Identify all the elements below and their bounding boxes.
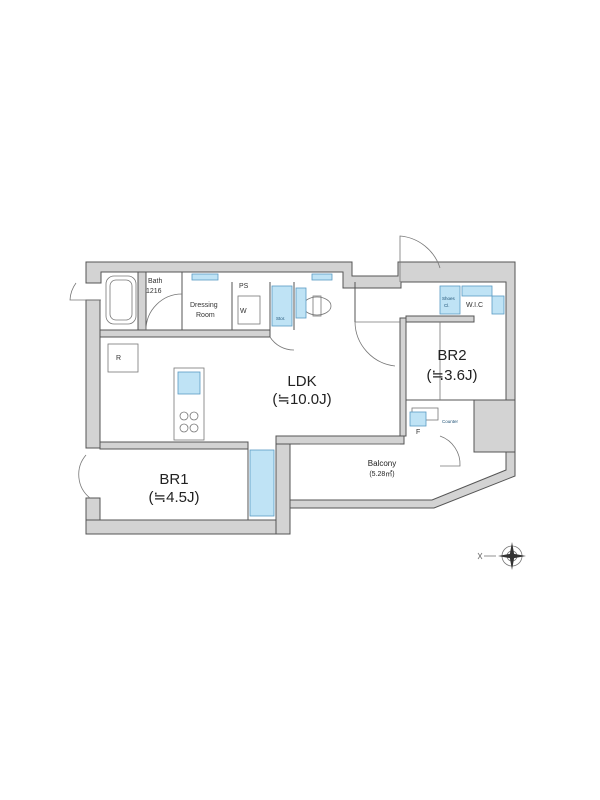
br1-area: (≒4.5J) <box>149 489 200 506</box>
storage <box>177 273 505 517</box>
doors <box>69 235 461 499</box>
balcony-label: Balcony <box>368 459 396 468</box>
door-toilet <box>269 336 295 351</box>
ldk-label: LDK <box>287 373 316 390</box>
interior-lines <box>181 272 474 520</box>
stove-burner <box>189 423 199 433</box>
bath-size: 1216 <box>146 288 162 295</box>
shoes-cl-label: Cl. <box>444 303 450 308</box>
bath-label: Bath <box>148 278 163 285</box>
storage-wic-side <box>491 295 505 315</box>
wall-below-bath <box>99 329 271 338</box>
door-br1 <box>78 454 91 499</box>
stove-burner <box>179 411 189 421</box>
door-bath <box>69 282 101 301</box>
fridge-label: R <box>116 355 121 362</box>
wall-ldk-br2 <box>399 317 407 437</box>
refrigerator-space <box>107 343 139 373</box>
storage-toilet-shelf <box>295 287 307 319</box>
wall-left <box>85 299 101 449</box>
br2-label: BR2 <box>437 347 466 364</box>
stove-burner <box>179 423 189 433</box>
wic-label: W.I.C <box>466 302 483 309</box>
wall-left-lower <box>85 497 101 521</box>
ldk-area: (≒10.0J) <box>272 391 331 408</box>
br1-label: BR1 <box>159 471 188 488</box>
storage-kitchen <box>177 371 201 395</box>
washer-label: W <box>240 308 247 315</box>
wall-br2-top <box>405 315 475 323</box>
wall-ldk-br1 <box>99 441 249 450</box>
wall-br1-bottom <box>85 519 289 535</box>
ps-label: PS <box>239 283 249 290</box>
toilet <box>302 296 332 316</box>
walls <box>85 261 516 535</box>
wall-bath-dressing <box>137 271 147 331</box>
bathtub <box>105 275 137 325</box>
stor-label: Stor. <box>276 316 285 321</box>
wall-ldk-balcony <box>275 435 405 445</box>
door-dressing <box>145 293 183 331</box>
balcony-area: (5.28㎡) <box>369 470 394 478</box>
storage-br2 <box>409 411 427 427</box>
wall-right-br2 <box>473 399 516 453</box>
storage-wic <box>461 285 493 297</box>
dressing-label-2: Room <box>196 312 215 319</box>
storage-top <box>311 273 333 281</box>
dressing-label-1: Dressing <box>190 302 218 309</box>
counter-label: Counter <box>442 419 459 424</box>
door-ldk-hall <box>354 321 400 367</box>
compass-icon <box>477 542 526 570</box>
shoes-label: Shoes <box>442 296 456 301</box>
door-entrance <box>399 235 441 282</box>
f-label: F <box>416 429 420 436</box>
fixtures <box>105 275 439 441</box>
br2-area: (≒3.6J) <box>427 367 478 384</box>
storage-dressing <box>191 273 219 281</box>
shoes-closet <box>439 285 461 315</box>
kitchen-counter <box>173 367 205 441</box>
storage-toilet <box>271 285 293 327</box>
stove-burner <box>189 411 199 421</box>
storage-br1 <box>249 449 275 517</box>
washing-machine <box>237 295 261 325</box>
door-br2 <box>439 435 461 467</box>
room-labels: Bath 1216 Dressing Room PS W R F Shoes C… <box>116 278 483 506</box>
wall-top <box>85 261 516 453</box>
wall-br1-right <box>275 443 291 535</box>
balcony-rail <box>289 451 516 509</box>
